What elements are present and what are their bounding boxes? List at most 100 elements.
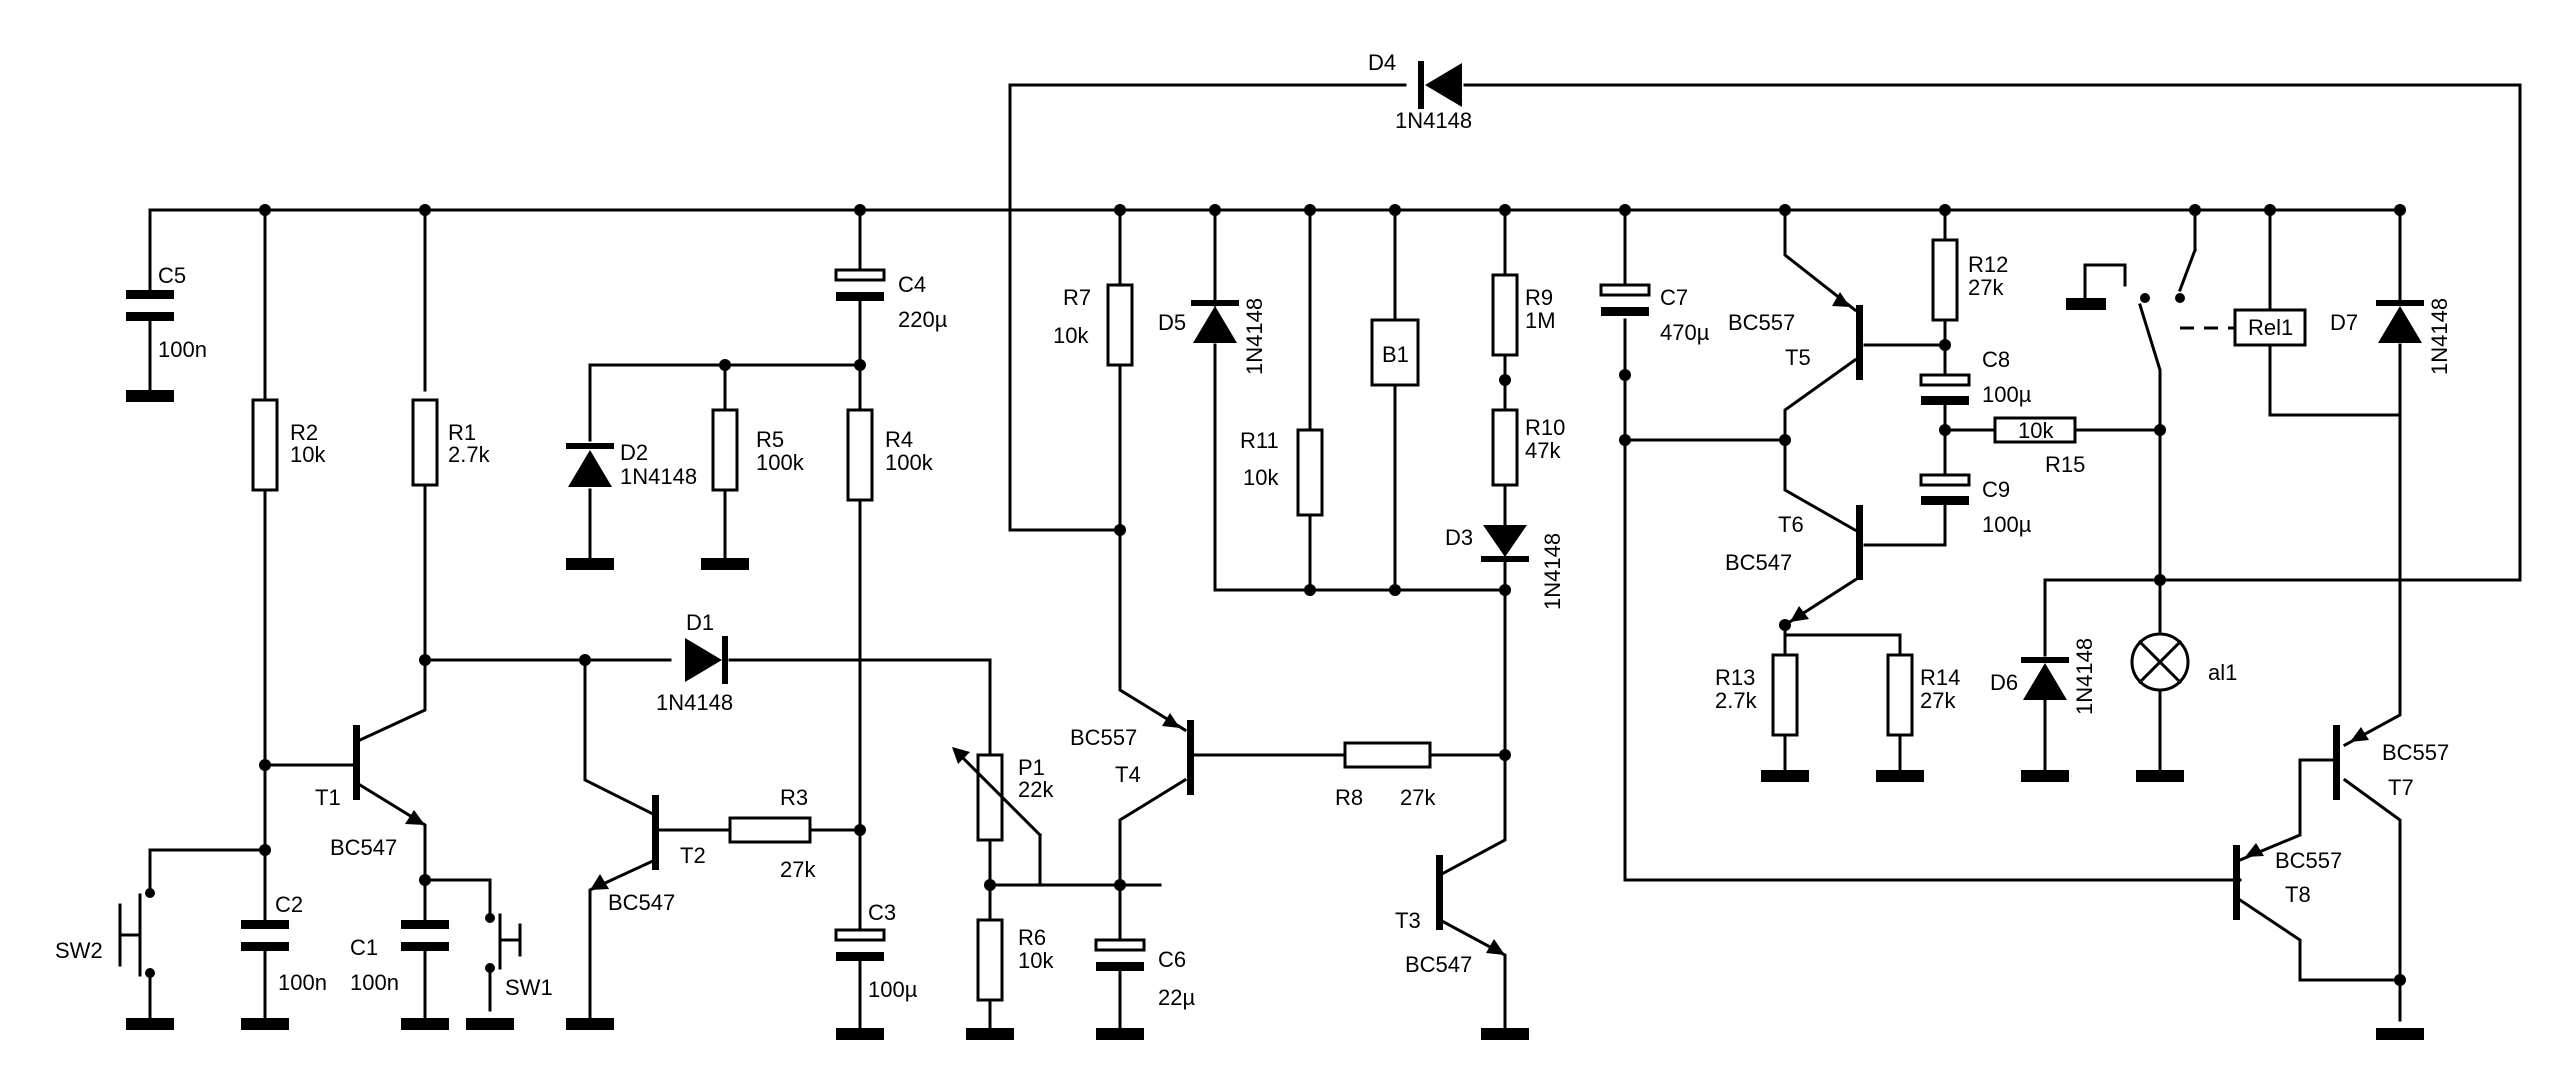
resistor-r3: [728, 816, 812, 844]
capacitor-c6: [1094, 938, 1146, 952]
label-d1-val: 1N4148: [656, 690, 733, 715]
junction-dots: [259, 204, 2406, 986]
capacitor-c2: [241, 920, 289, 929]
label-d5-ref: D5: [1158, 310, 1186, 335]
labels: C5 100n R2 10k R1 2.7k C4 220µ D2 1N4148…: [55, 50, 2452, 1010]
resistor-r2: [251, 398, 279, 492]
capacitor-c8: [1919, 373, 1971, 387]
wires: [148, 83, 2522, 1032]
label-c4-val: 220µ: [898, 307, 948, 332]
resistor-r12: [1931, 238, 1959, 322]
buzzer-b1: [1370, 318, 1420, 387]
diode-d5: [1191, 300, 1239, 343]
ground-symbols: [126, 298, 2424, 1040]
transistor-t3: [1436, 855, 1505, 955]
label-d6-val: 1N4148: [2072, 638, 2097, 715]
resistor-r7: [1106, 283, 1134, 367]
label-r14-val: 27k: [1920, 688, 1956, 713]
transistor-t6: [1790, 505, 1863, 622]
transistor-t7: [2333, 725, 2369, 800]
lamp-al1: [2130, 632, 2190, 692]
label-d1-ref: D1: [686, 610, 714, 635]
label-r11-val: 10k: [1243, 465, 1279, 490]
label-c5-ref: C5: [158, 263, 186, 288]
label-d2-ref: D2: [620, 440, 648, 465]
capacitor-c7: [1599, 283, 1651, 297]
label-r14-ref: R14: [1920, 665, 1960, 690]
label-c1-val: 100n: [350, 970, 399, 995]
label-d7-val: 1N4148: [2427, 298, 2452, 375]
label-d2-val: 1N4148: [620, 464, 697, 489]
label-t6-val: BC547: [1725, 550, 1792, 575]
label-d7-ref: D7: [2330, 310, 2358, 335]
label-r6-val: 10k: [1018, 948, 1054, 973]
diode-d6: [2021, 657, 2069, 700]
label-r12-ref: R12: [1968, 252, 2008, 277]
label-t7-ref: T7: [2388, 775, 2414, 800]
label-r7-ref: R7: [1063, 285, 1091, 310]
label-r9-ref: R9: [1525, 285, 1553, 310]
label-d6-ref: D6: [1990, 670, 2018, 695]
capacitor-c4: [834, 268, 886, 282]
label-c6-val: 22µ: [1158, 985, 1195, 1010]
transistor-t8: [2233, 843, 2264, 920]
label-r11-ref: R11: [1240, 428, 1279, 453]
diode-d4: [1418, 61, 1462, 109]
label-r10-ref: R10: [1525, 415, 1565, 440]
resistors: [251, 238, 2077, 1002]
label-r8-val: 27k: [1400, 785, 1436, 810]
label-t4-val: BC557: [1070, 725, 1137, 750]
resistor-r4: [846, 408, 874, 502]
capacitor-c9: [1919, 473, 1971, 487]
transistors: [353, 292, 2369, 955]
label-r4-ref: R4: [885, 427, 913, 452]
label-t7-val: BC557: [2382, 740, 2449, 765]
label-r8-ref: R8: [1335, 785, 1363, 810]
label-c3-ref: C3: [868, 900, 896, 925]
label-r10-val: 47k: [1525, 438, 1561, 463]
label-d4-ref: D4: [1368, 50, 1396, 75]
label-al1-ref: al1: [2208, 660, 2237, 685]
transistor-t5: [1832, 292, 1863, 380]
diode-d7: [2376, 300, 2424, 343]
label-r7-val: 10k: [1053, 323, 1089, 348]
label-t8-ref: T8: [2285, 882, 2311, 907]
label-t1-ref: T1: [315, 785, 341, 810]
resistor-r11: [1296, 428, 1324, 517]
label-d3-ref: D3: [1445, 525, 1473, 550]
label-t2-ref: T2: [680, 843, 706, 868]
resistor-r8: [1343, 741, 1432, 769]
capacitor-c3: [834, 928, 886, 942]
diode-d2: [566, 443, 614, 487]
label-c8-val: 100µ: [1982, 382, 2032, 407]
label-c9-ref: C9: [1982, 477, 2010, 502]
label-t3-ref: T3: [1395, 908, 1421, 933]
label-r15-val: 10k: [2018, 418, 2054, 443]
label-t1-val: BC547: [330, 835, 397, 860]
label-rel1-ref: Rel1: [2248, 315, 2293, 340]
label-r5-val: 100k: [756, 450, 805, 475]
label-r1-val: 2.7k: [448, 442, 491, 467]
relay-rel1: [2140, 248, 2307, 347]
resistor-r5: [711, 408, 739, 492]
label-c6-ref: C6: [1158, 947, 1186, 972]
potentiometer-p1: [952, 747, 1043, 842]
label-c5-val: 100n: [158, 337, 207, 362]
label-d4-val: 1N4148: [1395, 108, 1472, 133]
switch-sw2: [118, 888, 155, 978]
label-c7-ref: C7: [1660, 285, 1688, 310]
resistor-r14: [1886, 653, 1914, 737]
transistor-t2: [590, 795, 659, 890]
label-r5-ref: R5: [756, 427, 784, 452]
label-t3-val: BC547: [1405, 952, 1472, 977]
label-b1-ref: B1: [1382, 342, 1409, 367]
label-r4-val: 100k: [885, 450, 934, 475]
label-t2-val: BC547: [608, 890, 675, 915]
label-r3-ref: R3: [780, 785, 808, 810]
transistor-t1: [353, 725, 425, 825]
label-r9-val: 1M: [1525, 308, 1556, 333]
label-t4-ref: T4: [1115, 762, 1141, 787]
capacitors: [126, 268, 1971, 971]
label-t6-ref: T6: [1778, 512, 1804, 537]
label-t5-val: BC557: [1728, 310, 1795, 335]
